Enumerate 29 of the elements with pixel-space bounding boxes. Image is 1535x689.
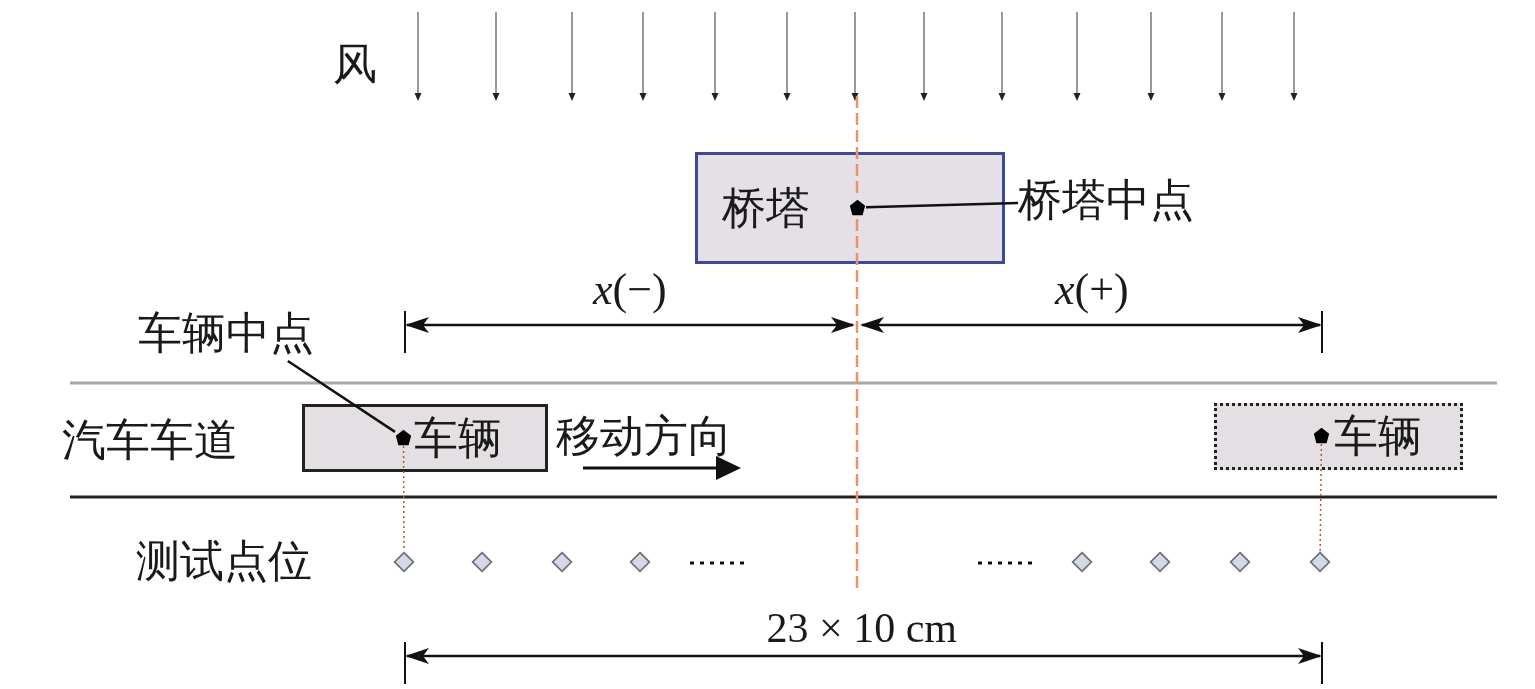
test-point-marker [1071, 551, 1093, 573]
test-point-marker [393, 551, 415, 573]
midpoint-marker [1313, 427, 1330, 444]
test-point-marker [1229, 551, 1251, 573]
direction-label: 移动方向 [556, 409, 732, 463]
test-point-marker [471, 551, 493, 573]
dotted-line [1319, 443, 1323, 552]
box-label: 桥塔 [722, 181, 810, 235]
leader-line [287, 359, 396, 433]
midpoint-marker [849, 199, 866, 216]
bridge-tower-box [695, 152, 1005, 264]
test-point-marker [551, 551, 573, 573]
test-point-marker [1309, 551, 1331, 573]
vehicle-box [1214, 403, 1463, 470]
wind-label: 风 [333, 37, 377, 91]
box-label: 车辆 [414, 411, 502, 465]
vehicle-box [302, 404, 548, 472]
dimension-label: 23 × 10 cm [766, 604, 957, 653]
node-label: 桥塔中点 [1018, 172, 1233, 228]
row-label: 测试点位 [136, 534, 312, 588]
node-label: 车辆中点 [138, 305, 353, 361]
midpoint-marker [395, 429, 412, 446]
lane-label: 汽车车道 [62, 413, 238, 467]
box-label: 车辆 [1334, 409, 1422, 463]
test-point-marker [629, 551, 651, 573]
test-point-marker [1149, 551, 1171, 573]
dimension-label: x(+) [1055, 264, 1129, 316]
leader-line [865, 201, 1019, 209]
dimension-label: x(−) [593, 264, 667, 316]
